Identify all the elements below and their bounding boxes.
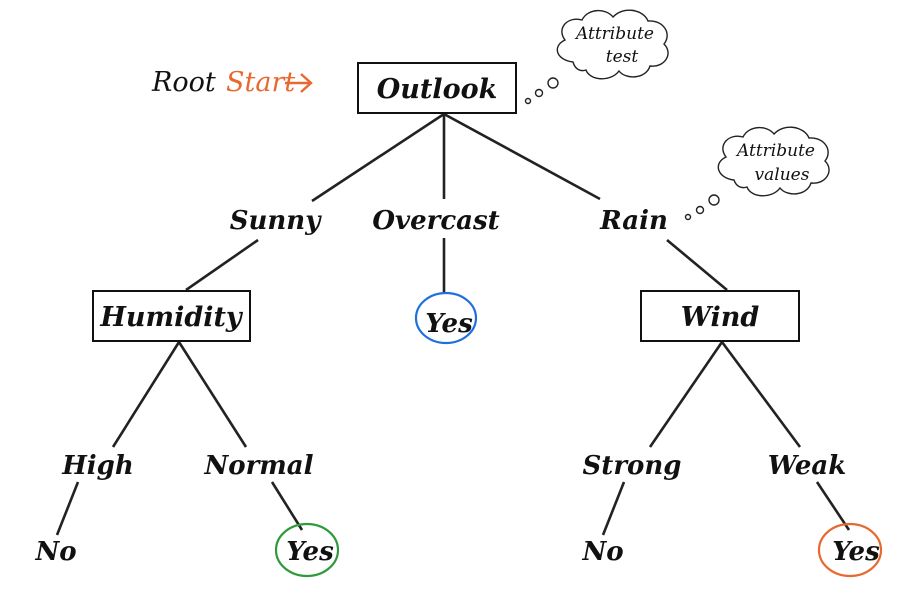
edge-humidity-normal xyxy=(177,341,248,448)
edge-wind-weak xyxy=(720,341,802,448)
bubble-dot xyxy=(534,88,544,98)
leaf-weak-yes: Yes xyxy=(817,522,883,578)
cloud-icon xyxy=(556,9,669,80)
edge-outlook-sunny xyxy=(311,112,445,203)
leaf-ring xyxy=(817,522,883,578)
leaf-ring xyxy=(274,522,340,578)
node-box xyxy=(92,290,251,342)
branch-weak: Weak xyxy=(768,451,846,481)
edge-strong-no xyxy=(601,481,626,536)
cloud-text-line1: Attribute xyxy=(735,141,815,161)
bubble-dot xyxy=(524,97,532,105)
node-box xyxy=(357,62,517,114)
tree-edges xyxy=(55,112,851,536)
edge-outlook-rain xyxy=(443,112,601,201)
node-box xyxy=(640,290,800,342)
branch-rain: Rain xyxy=(599,206,668,236)
bubble-dot xyxy=(547,77,559,89)
bubble-dot xyxy=(684,213,692,221)
start-arrow-icon xyxy=(285,73,313,93)
leaf-label: Yes xyxy=(832,537,880,567)
leaf-label: Yes xyxy=(286,537,334,567)
thought-bubble-attribute-values: Attribute values xyxy=(684,126,830,221)
edge-weak-yes xyxy=(815,481,851,531)
cloud-text-line2: values xyxy=(755,165,810,185)
thought-bubble-attribute-test: Attribute test xyxy=(524,9,669,105)
node-label: Outlook xyxy=(377,74,498,105)
node-humidity: Humidity xyxy=(92,290,251,342)
edge-rain-wind xyxy=(666,239,728,291)
branch-normal: Normal xyxy=(203,451,313,481)
cloud-icon xyxy=(717,126,830,197)
leaf-ring xyxy=(414,291,478,345)
node-wind: Wind xyxy=(640,290,800,342)
node-outlook: Outlook xyxy=(357,62,517,114)
cloud-text-line2: test xyxy=(606,47,639,67)
leaf-high-no: No xyxy=(34,537,76,567)
bubble-dot xyxy=(708,194,720,206)
node-label: Wind xyxy=(681,302,760,333)
branch-strong: Strong xyxy=(583,451,682,481)
edge-humidity-high xyxy=(111,341,181,448)
leaf-normal-yes: Yes xyxy=(274,522,340,578)
edge-normal-yes xyxy=(270,481,304,531)
node-label: Humidity xyxy=(99,302,244,333)
leaf-label: No xyxy=(581,537,623,567)
leaf-label: No xyxy=(34,537,76,567)
leaf-strong-no: No xyxy=(581,537,623,567)
leaf-overcast-yes: Yes xyxy=(414,291,478,345)
leaf-label: Yes xyxy=(425,309,473,339)
cloud-text-line1: Attribute xyxy=(574,24,654,44)
branch-sunny: Sunny xyxy=(230,206,322,236)
edge-high-no xyxy=(55,481,80,536)
root-label: Root xyxy=(151,67,216,98)
branch-labels: Sunny Overcast Rain High Normal Strong W… xyxy=(61,206,846,481)
root-caption: Root Start xyxy=(151,67,313,98)
branch-overcast: Overcast xyxy=(372,206,499,236)
edge-sunny-humidity xyxy=(185,238,259,292)
bubble-dot xyxy=(695,205,705,215)
edge-wind-strong xyxy=(648,341,724,448)
branch-high: High xyxy=(61,451,134,481)
start-label: Start xyxy=(226,67,295,98)
